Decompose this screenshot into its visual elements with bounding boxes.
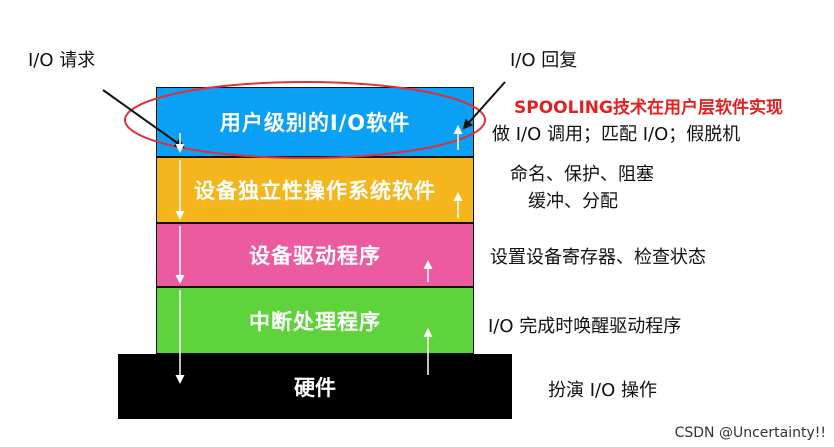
request-pointer-arrow xyxy=(102,89,185,149)
watermark: CSDN @Uncertainty!! xyxy=(674,425,826,441)
io-reply-label: I/O 回复 xyxy=(510,50,578,71)
layer-user-io-software: 用户级别的I/O软件 xyxy=(156,87,474,157)
layer-interrupt-handler: 中断处理程序 xyxy=(156,287,474,354)
layer-intr-label: 中断处理程序 xyxy=(249,309,381,334)
layer-indep-label: 设备独立性操作系统软件 xyxy=(194,179,436,203)
reply-pointer-arrow xyxy=(462,81,506,130)
io-request-label: I/O 请求 xyxy=(28,50,96,71)
indep-layer-description-1: 命名、保护、阻塞 xyxy=(510,164,654,185)
layer-user-label: 用户级别的I/O软件 xyxy=(219,111,411,135)
layer-driver-label: 设备驱动程序 xyxy=(249,244,381,268)
layer-device-driver: 设备驱动程序 xyxy=(156,223,474,287)
highlight-ellipse xyxy=(124,81,486,159)
spooling-note: SPOOLING技术在用户层软件实现 xyxy=(514,98,783,118)
layer-hw-label: 硬件 xyxy=(294,375,336,400)
layer-device-independent-software: 设备独立性操作系统软件 xyxy=(156,157,474,223)
intr-layer-description: I/O 完成时唤醒驱动程序 xyxy=(488,316,682,337)
indep-layer-description-2: 缓冲、分配 xyxy=(528,191,618,212)
user-layer-description: 做 I/O 调用；匹配 I/O；假脱机 xyxy=(492,124,741,145)
hw-layer-description: 扮演 I/O 操作 xyxy=(548,380,657,401)
driver-layer-description: 设置设备寄存器、检查状态 xyxy=(490,247,706,268)
layer-hardware: 硬件 xyxy=(118,354,512,419)
